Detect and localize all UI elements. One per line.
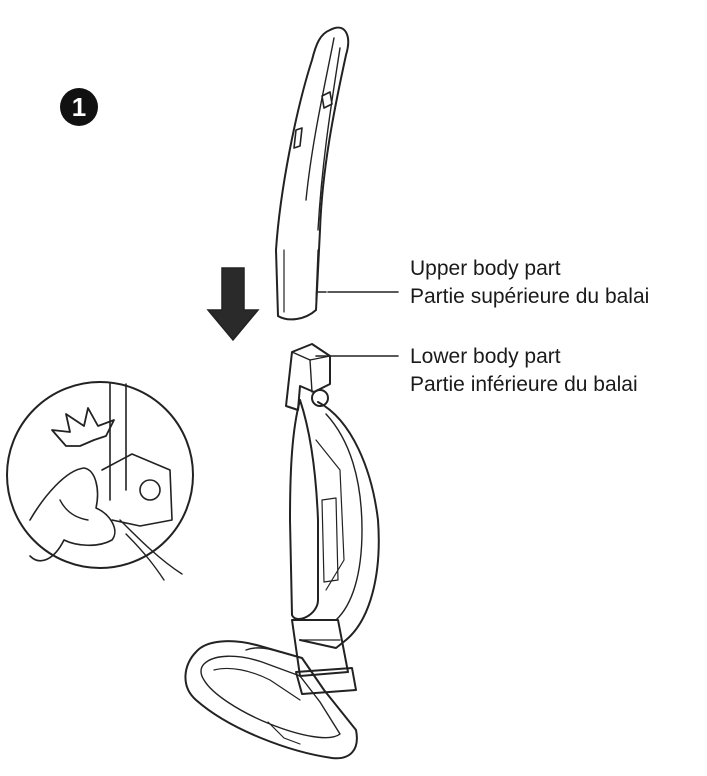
step-number: 1 xyxy=(71,91,87,122)
down-arrow-icon xyxy=(206,267,260,342)
lower-part-label-en: Lower body part xyxy=(410,345,561,368)
lower-body-part xyxy=(285,343,380,695)
lower-part-label-fr: Partie inférieure du balai xyxy=(410,373,638,396)
click-burst-icon xyxy=(51,407,115,447)
step-number-badge: 1 xyxy=(60,88,98,126)
detail-magnifier xyxy=(6,381,194,581)
upper-body-part xyxy=(275,26,350,321)
upper-part-label-fr: Partie supérieure du balai xyxy=(410,285,650,308)
upper-part-label-en: Upper body part xyxy=(410,257,561,280)
floor-nozzle xyxy=(184,640,358,760)
